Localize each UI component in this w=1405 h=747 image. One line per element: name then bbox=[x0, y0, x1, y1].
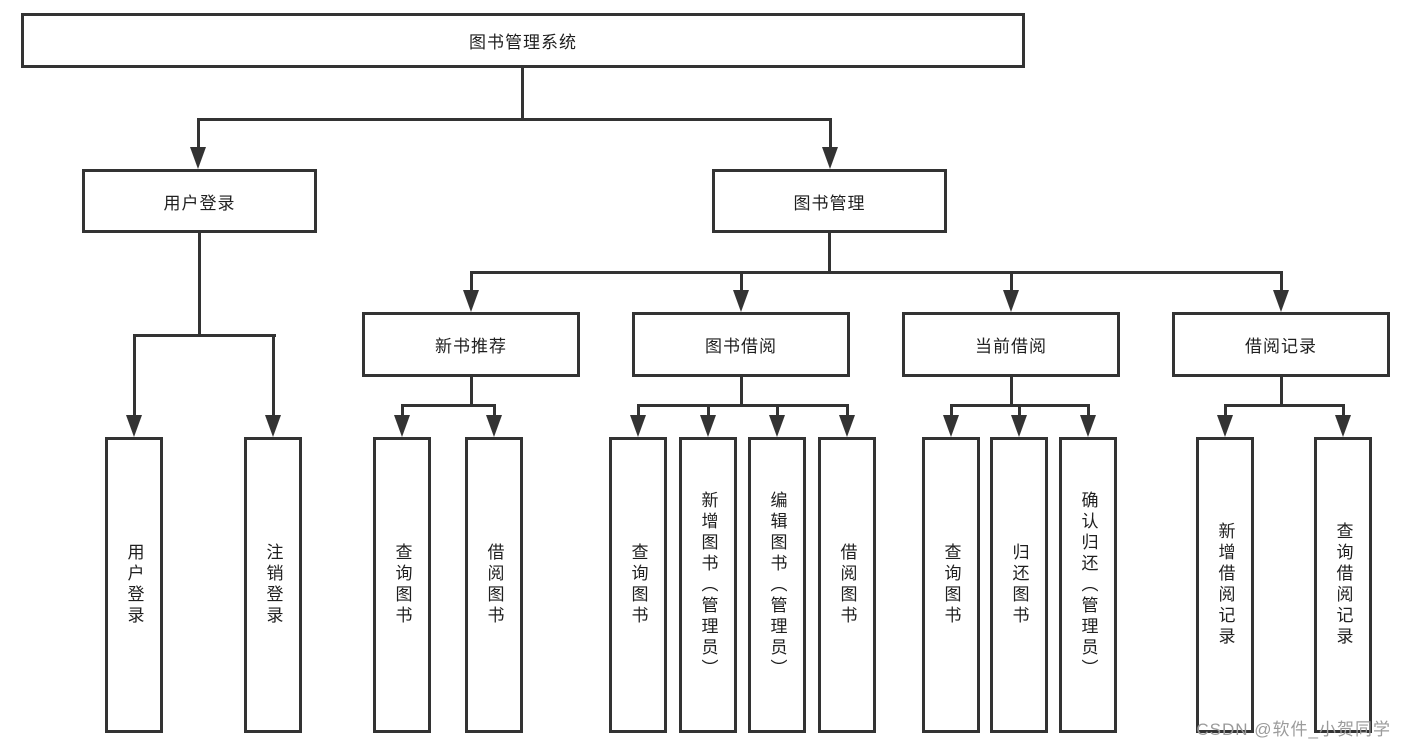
leaf-borrow-add-admin-label: 新增图书（管理员） bbox=[698, 490, 718, 680]
leaf-borrow-edit-admin: 编辑图书（管理员） bbox=[748, 437, 806, 733]
leaf-current-query: 查询图书 bbox=[922, 437, 980, 733]
leaf-current-confirm-admin: 确认归还（管理员） bbox=[1059, 437, 1117, 733]
connector-vline bbox=[828, 232, 831, 273]
connector-vline bbox=[740, 271, 743, 295]
connector-vline bbox=[401, 404, 404, 418]
connector-hline bbox=[401, 404, 496, 407]
leaf-newbook-query: 查询图书 bbox=[373, 437, 431, 733]
connector-vline bbox=[198, 232, 201, 336]
arrow-down-icon bbox=[463, 290, 479, 312]
leaf-user-login-label: 用户登录 bbox=[124, 543, 144, 627]
arrow-down-icon bbox=[822, 147, 838, 169]
arrow-down-icon bbox=[839, 415, 855, 437]
leaf-record-query-label: 查询借阅记录 bbox=[1333, 522, 1353, 648]
connector-vline bbox=[1010, 376, 1013, 406]
connector-vline bbox=[470, 376, 473, 406]
node-current-borrow-label: 当前借阅 bbox=[975, 337, 1047, 356]
node-user-login: 用户登录 bbox=[82, 169, 317, 233]
node-user-login-label: 用户登录 bbox=[163, 193, 236, 213]
connector-vline bbox=[493, 404, 496, 418]
arrow-down-icon bbox=[943, 415, 959, 437]
leaf-current-return-label: 归还图书 bbox=[1009, 543, 1029, 627]
watermark: CSDN @软件_小贺同学 bbox=[1196, 720, 1391, 739]
connector-vline bbox=[1087, 404, 1090, 418]
leaf-newbook-borrow-label: 借阅图书 bbox=[484, 543, 504, 627]
leaf-record-add-label: 新增借阅记录 bbox=[1215, 522, 1235, 648]
connector-vline bbox=[1224, 404, 1227, 418]
leaf-record-add: 新增借阅记录 bbox=[1196, 437, 1254, 733]
leaf-borrow-query: 查询图书 bbox=[609, 437, 667, 733]
leaf-record-query: 查询借阅记录 bbox=[1314, 437, 1372, 733]
connector-vline bbox=[950, 404, 953, 418]
arrow-down-icon bbox=[126, 415, 142, 437]
arrow-down-icon bbox=[769, 415, 785, 437]
connector-hline bbox=[133, 334, 276, 337]
connector-vline bbox=[1280, 376, 1283, 406]
connector-vline bbox=[1018, 404, 1021, 418]
connector-vline bbox=[272, 334, 275, 418]
leaf-borrow-book: 借阅图书 bbox=[818, 437, 876, 733]
arrow-down-icon bbox=[265, 415, 281, 437]
leaf-newbook-query-label: 查询图书 bbox=[392, 543, 412, 627]
arrow-down-icon bbox=[630, 415, 646, 437]
arrow-down-icon bbox=[700, 415, 716, 437]
arrow-down-icon bbox=[1217, 415, 1233, 437]
node-book-borrow-label: 图书借阅 bbox=[705, 337, 777, 356]
connector-vline bbox=[197, 118, 200, 152]
arrow-down-icon bbox=[1011, 415, 1027, 437]
connector-vline bbox=[776, 404, 779, 418]
leaf-logout-label: 注销登录 bbox=[263, 543, 283, 627]
node-borrow-record: 借阅记录 bbox=[1172, 312, 1390, 377]
connector-vline bbox=[829, 118, 832, 152]
leaf-current-return: 归还图书 bbox=[990, 437, 1048, 733]
connector-hline bbox=[197, 118, 832, 121]
leaf-borrow-query-label: 查询图书 bbox=[628, 543, 648, 627]
arrow-down-icon bbox=[1273, 290, 1289, 312]
connector-vline bbox=[133, 334, 136, 418]
leaf-current-confirm-admin-label: 确认归还（管理员） bbox=[1078, 490, 1098, 680]
connector-hline bbox=[470, 271, 1283, 274]
node-borrow-record-label: 借阅记录 bbox=[1245, 337, 1317, 356]
leaf-user-login: 用户登录 bbox=[105, 437, 163, 733]
connector-hline bbox=[1224, 404, 1345, 407]
node-root-label: 图书管理系统 bbox=[469, 33, 577, 52]
arrow-down-icon bbox=[1335, 415, 1351, 437]
connector-vline bbox=[1010, 271, 1013, 295]
connector-vline bbox=[470, 271, 473, 295]
connector-vline bbox=[521, 67, 524, 118]
arrow-down-icon bbox=[733, 290, 749, 312]
connector-vline bbox=[846, 404, 849, 418]
node-root: 图书管理系统 bbox=[21, 13, 1025, 68]
arrow-down-icon bbox=[1003, 290, 1019, 312]
node-new-book: 新书推荐 bbox=[362, 312, 580, 377]
connector-vline bbox=[637, 404, 640, 418]
leaf-newbook-borrow: 借阅图书 bbox=[465, 437, 523, 733]
arrow-down-icon bbox=[1080, 415, 1096, 437]
node-current-borrow: 当前借阅 bbox=[902, 312, 1120, 377]
arrow-down-icon bbox=[486, 415, 502, 437]
leaf-borrow-book-label: 借阅图书 bbox=[837, 543, 857, 627]
node-book-mgmt-label: 图书管理 bbox=[793, 193, 866, 213]
arrow-down-icon bbox=[394, 415, 410, 437]
leaf-borrow-edit-admin-label: 编辑图书（管理员） bbox=[767, 490, 787, 680]
node-book-borrow: 图书借阅 bbox=[632, 312, 850, 377]
leaf-borrow-add-admin: 新增图书（管理员） bbox=[679, 437, 737, 733]
connector-vline bbox=[1342, 404, 1345, 418]
connector-vline bbox=[740, 376, 743, 406]
node-new-book-label: 新书推荐 bbox=[435, 337, 507, 356]
connector-vline bbox=[1280, 271, 1283, 295]
leaf-logout: 注销登录 bbox=[244, 437, 302, 733]
connector-vline bbox=[707, 404, 710, 418]
node-book-mgmt: 图书管理 bbox=[712, 169, 947, 233]
leaf-current-query-label: 查询图书 bbox=[941, 543, 961, 627]
connector-hline bbox=[637, 404, 849, 407]
arrow-down-icon bbox=[190, 147, 206, 169]
